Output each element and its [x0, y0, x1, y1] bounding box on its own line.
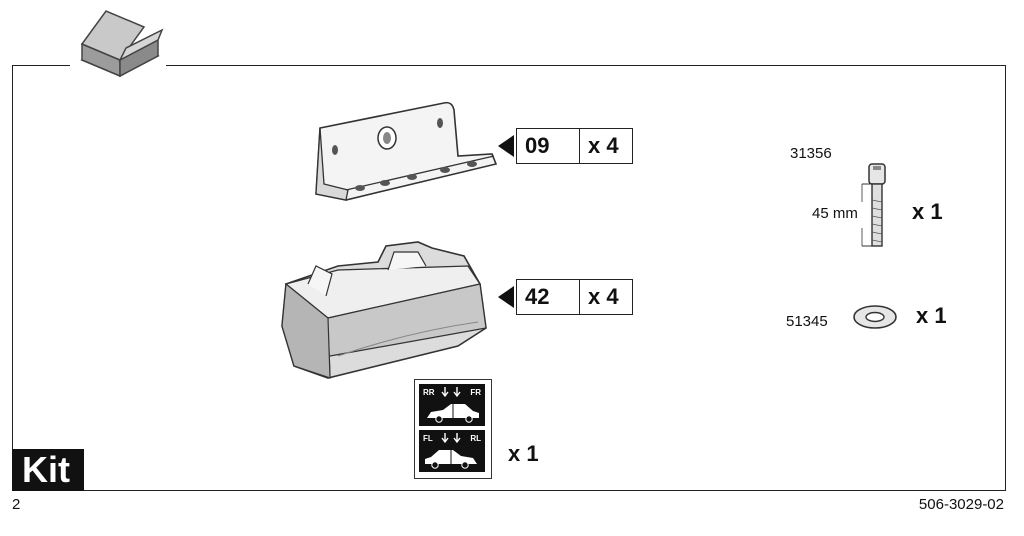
- part-tag-09: 09 x 4: [498, 128, 633, 164]
- pointer-arrow-icon: [498, 135, 514, 157]
- sticker-label-fr: FR: [470, 388, 481, 397]
- bolt-icon: [861, 163, 886, 247]
- sticker-rear-front: RR FR: [419, 384, 485, 426]
- kit-label: Kit: [12, 449, 84, 491]
- washer-part-number: 51345: [786, 313, 828, 330]
- arrow-down-icon: [441, 433, 461, 444]
- document-number: 506-3029-02: [918, 496, 1004, 513]
- part-code: 42: [517, 280, 580, 314]
- bracket-icon: [315, 101, 498, 201]
- part-tag-42: 42 x 4: [498, 279, 633, 315]
- car-icon: [425, 448, 477, 469]
- sticker-quantity: x 1: [508, 441, 539, 466]
- part-quantity: x 4: [588, 284, 619, 309]
- washer-quantity: x 1: [916, 303, 947, 328]
- arrow-down-icon: [441, 387, 461, 398]
- sticker-label-fl: FL: [423, 434, 433, 443]
- part-quantity: x 4: [588, 133, 619, 158]
- position-sticker: RR FR FL RL: [414, 379, 492, 479]
- bolt-part-number: 31356: [790, 145, 832, 162]
- kit-frame: [12, 65, 1006, 491]
- bolt-length: 45 mm: [812, 205, 858, 222]
- washer-icon: [853, 305, 897, 329]
- pointer-arrow-icon: [498, 286, 514, 308]
- sticker-label-rr: RR: [423, 388, 435, 397]
- box-icon: [80, 10, 164, 78]
- sticker-front-rear: FL RL: [419, 430, 485, 472]
- foot-pad-icon: [281, 241, 487, 379]
- bolt-quantity: x 1: [912, 199, 943, 224]
- sticker-label-rl: RL: [470, 434, 481, 443]
- part-code: 09: [517, 129, 580, 163]
- car-icon: [427, 402, 479, 423]
- page-number: 2: [12, 496, 21, 513]
